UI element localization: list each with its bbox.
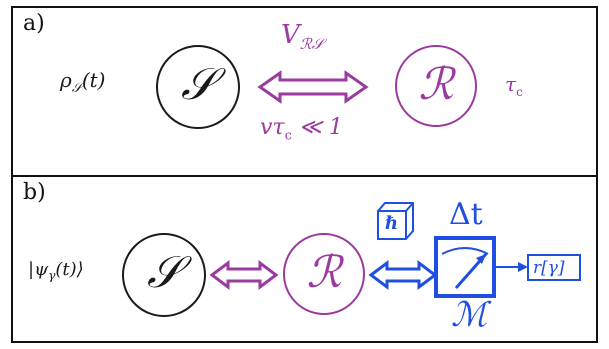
coupling-sub: ℛ𝒮 — [299, 35, 324, 54]
system-circle-a: 𝒮 — [156, 45, 240, 129]
coupling-label: Vℛ𝒮 — [281, 20, 323, 53]
reservoir-symbol-a: ℛ — [418, 59, 454, 110]
double-arrow-b2 — [368, 260, 438, 290]
coupling-main: V — [281, 20, 300, 50]
panel-a: a) ρ𝒮(t) 𝒮 Vℛ𝒮 vτc ≪ 1 ℛ τc — [11, 6, 598, 177]
reservoir-circle-a: ℛ — [395, 45, 477, 127]
correlation-time: τc — [505, 72, 523, 99]
system-density-matrix: ρ𝒮(t) — [60, 68, 106, 96]
record-box: r[γ] — [527, 254, 581, 281]
double-arrow-b1 — [209, 260, 279, 290]
panel-a-label: a) — [23, 11, 45, 36]
timescale-condition: vτc ≪ 1 — [260, 115, 343, 144]
reservoir-symbol-b: ℛ — [306, 247, 342, 298]
panel-b-label: b) — [23, 180, 46, 205]
conditional-state: |ψγ(t)⟩ — [28, 259, 84, 283]
panel-b: b) |ψγ(t)⟩ 𝒮 ℛ ℏ Δt r[γ] ℳ — [11, 175, 598, 343]
hbar-symbol: ℏ — [385, 213, 399, 234]
system-circle-b: 𝒮 — [122, 233, 206, 317]
system-symbol-b: 𝒮 — [146, 247, 182, 298]
double-arrow-a — [257, 70, 369, 104]
time-interval: Δt — [449, 197, 483, 232]
reservoir-circle-b: ℛ — [283, 233, 365, 315]
system-symbol-a: 𝒮 — [180, 59, 216, 110]
output-arrow — [496, 262, 528, 272]
meter-symbol: ℳ — [451, 295, 488, 335]
measurement-record: r[γ] — [533, 258, 565, 278]
hbar-box-icon — [377, 202, 414, 240]
meter-icon — [434, 236, 496, 298]
